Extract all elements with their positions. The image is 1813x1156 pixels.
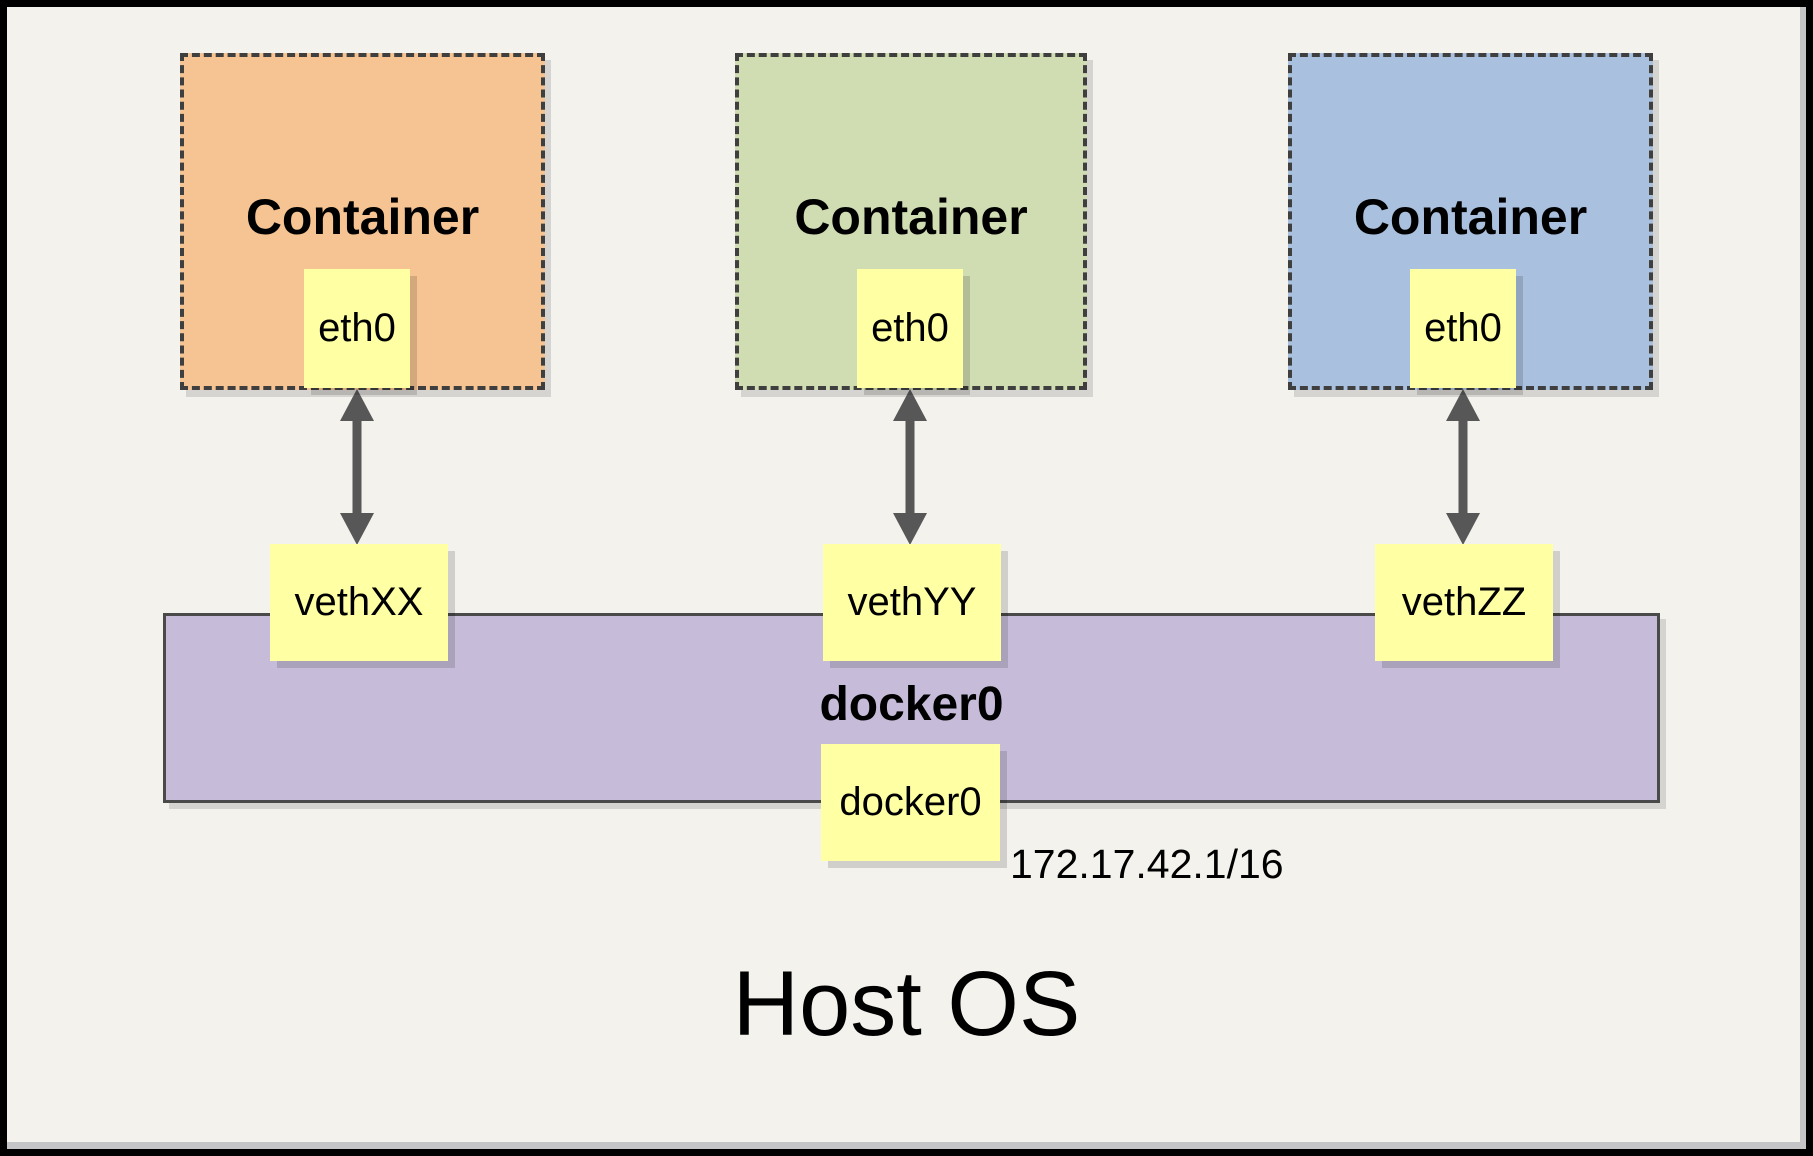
double-arrow-icon (893, 389, 927, 545)
eth0-box: eth0 (1410, 269, 1516, 388)
veth-label: vethXX (294, 580, 424, 624)
veth-box: vethZZ (1375, 544, 1553, 661)
veth-box: vethXX (270, 544, 448, 661)
docker0-interface-box: docker0 (821, 744, 1000, 861)
eth0-label: eth0 (871, 306, 949, 350)
eth0-label: eth0 (1424, 306, 1502, 350)
double-arrow-icon (1446, 389, 1480, 545)
eth0-box: eth0 (857, 269, 963, 388)
container-label: Container (794, 189, 1028, 245)
eth0-box: eth0 (304, 269, 410, 388)
bridge-ip-label: 172.17.42.1/16 (1010, 841, 1284, 887)
veth-box: vethYY (823, 544, 1001, 661)
container-label: Container (245, 189, 480, 245)
veth-label: vethZZ (1401, 580, 1527, 624)
container-box (1288, 53, 1653, 390)
container-label: Container (1353, 189, 1588, 245)
docker0-bridge-label: docker0 (819, 678, 1004, 731)
veth-label: vethYY (847, 580, 977, 624)
host-os-label: Host OS (732, 953, 1081, 1055)
docker0-interface-label: docker0 (839, 780, 982, 824)
eth0-label: eth0 (318, 306, 396, 350)
double-arrow-icon (340, 389, 374, 545)
